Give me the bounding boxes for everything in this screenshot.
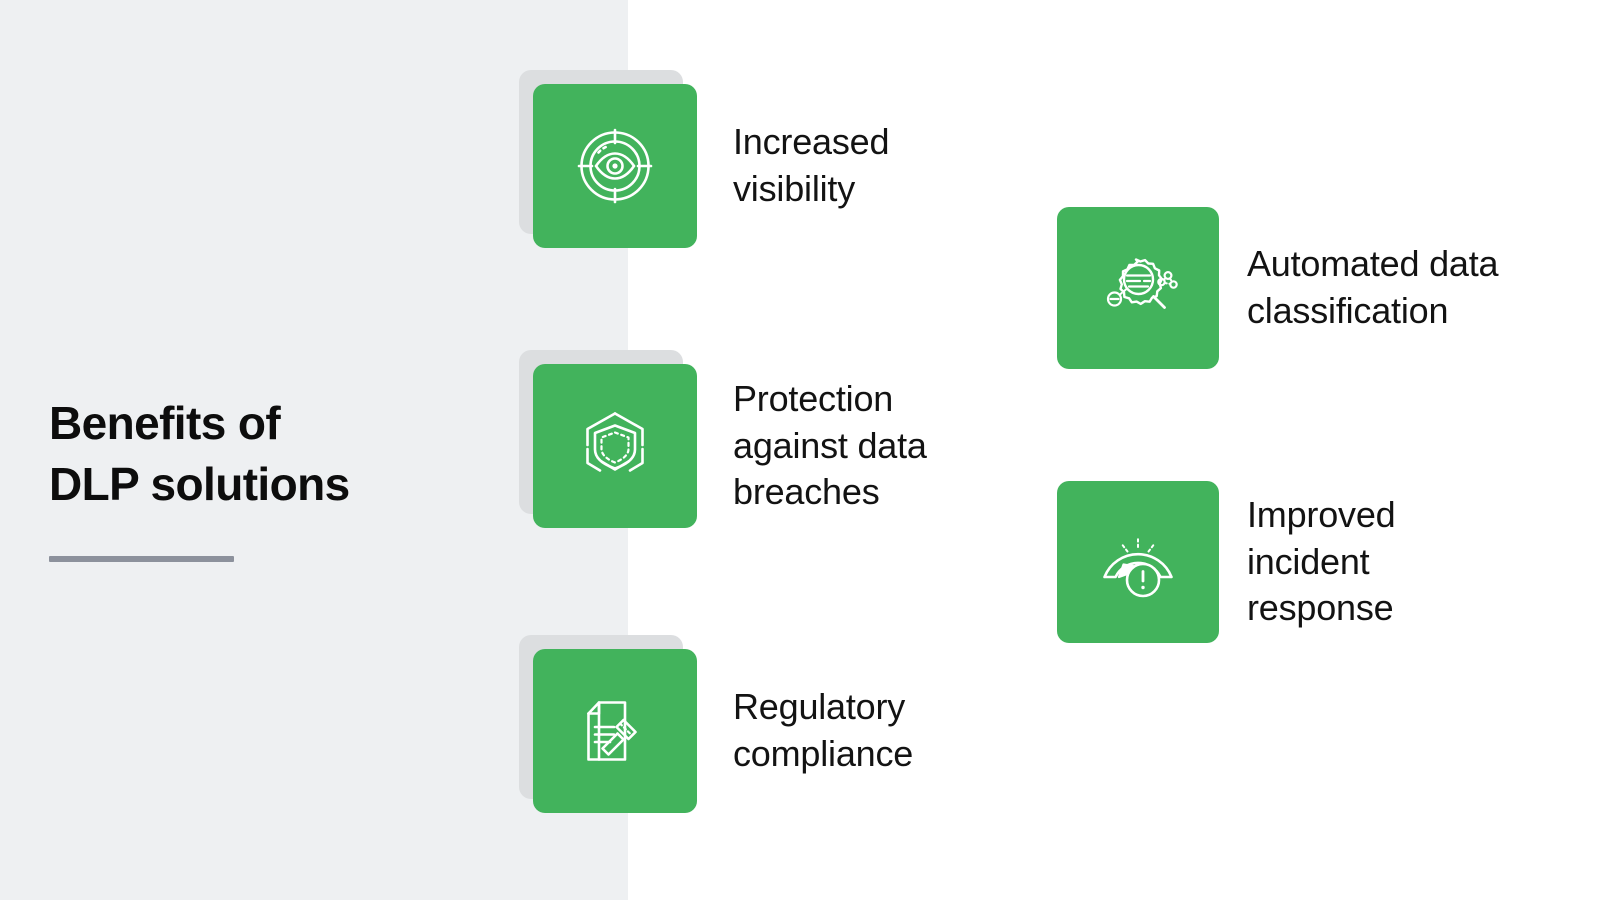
title-divider	[49, 556, 234, 563]
title-block: Benefits of DLP solutions	[49, 393, 569, 563]
icon-tile[interactable]	[533, 649, 697, 813]
benefit-label: Regulatory compliance	[733, 686, 914, 774]
icon-tile[interactable]	[533, 84, 697, 248]
icon-tile-wrapper	[1057, 481, 1219, 643]
benefit-item-protection[interactable]: Protection against data breaches	[519, 350, 927, 528]
eye-target-icon	[577, 128, 653, 204]
benefit-label: Protection against data breaches	[733, 377, 927, 513]
icon-tile[interactable]	[1057, 207, 1219, 369]
icon-tile-wrapper	[519, 635, 697, 813]
gauge-alert-icon	[1103, 538, 1173, 598]
right-panel-background	[628, 0, 1600, 900]
benefit-item-classification[interactable]: Automated data classification	[1057, 207, 1499, 369]
benefit-item-visibility[interactable]: Increased visibility	[519, 70, 890, 248]
benefit-item-incident[interactable]: Improved incident response	[1057, 481, 1396, 643]
icon-tile-wrapper	[519, 350, 697, 528]
icon-tile-wrapper	[519, 70, 697, 248]
benefit-label: Increased visibility	[733, 121, 890, 209]
document-gavel-icon	[587, 701, 637, 761]
benefit-label: Improved incident response	[1247, 493, 1396, 629]
icon-tile[interactable]	[533, 364, 697, 528]
page-title: Benefits of DLP solutions	[49, 397, 350, 510]
icon-tile[interactable]	[1057, 481, 1219, 643]
shield-hexagon-icon	[586, 412, 644, 472]
icon-tile-wrapper	[1057, 207, 1219, 369]
benefit-item-regulatory[interactable]: Regulatory compliance	[519, 635, 914, 813]
benefit-label: Automated data classification	[1247, 243, 1499, 331]
gear-magnifier-data-icon	[1106, 258, 1178, 309]
